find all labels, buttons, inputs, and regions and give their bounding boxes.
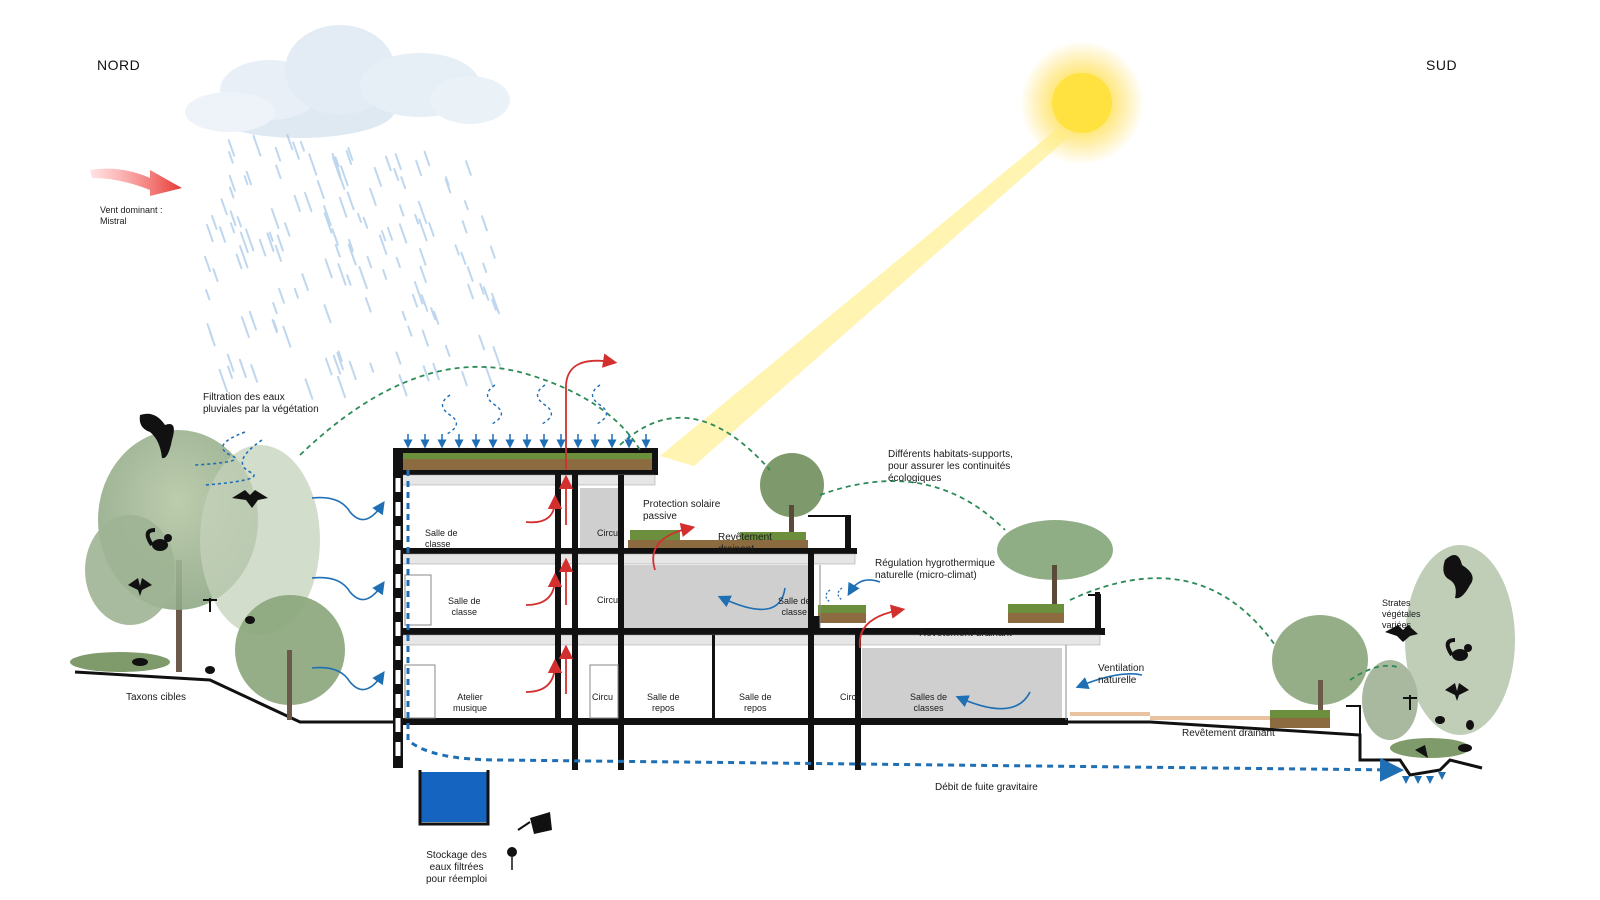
rain-icon <box>204 134 501 400</box>
watering-can-icon <box>517 812 552 834</box>
strates-label: Strates végétales variées <box>1382 598 1421 630</box>
filtration-wiggles <box>194 431 263 486</box>
south-label: SUD <box>1426 57 1458 73</box>
north-label: NORD <box>97 57 141 73</box>
room-music-workshop: Atelier musique <box>453 692 488 713</box>
filtration-label: Filtration des eaux pluviales par la vég… <box>203 392 319 415</box>
room-classroom-top: Salle de classe <box>425 528 458 549</box>
sun-beam <box>660 128 1070 466</box>
butterfly-icon <box>1445 683 1469 701</box>
tree-icon <box>1272 545 1515 758</box>
room-classroom-stepped: Salle de classe <box>778 596 811 617</box>
wind-label: Vent dominant : Mistral <box>100 205 163 226</box>
squirrel-icon <box>1445 638 1472 661</box>
wind-arrow-icon <box>90 168 182 196</box>
ground-fauna-icons <box>132 658 1472 758</box>
drainage-outlet-arrows <box>1402 772 1446 784</box>
bat-icon <box>1385 625 1418 642</box>
room-circu-low: Circu <box>592 692 614 702</box>
drainant-roof-2-label: Revêtement drainant <box>919 628 1012 639</box>
cloud-icon <box>185 25 510 138</box>
tree-icon <box>760 453 1113 605</box>
room-classrooms-east: Salles de classes <box>910 692 948 713</box>
room-classroom-mid: Salle de classe <box>448 596 481 617</box>
room-circu-east: Circu <box>840 692 862 702</box>
tree-icon <box>70 430 345 720</box>
butterfly-icon <box>128 578 152 596</box>
bee-icon <box>245 616 1474 730</box>
room-rest-2: Salle de repos <box>739 692 772 713</box>
bird-icon <box>139 413 174 459</box>
storage-label: Stockage des eaux filtrées pour réemploi <box>426 850 488 885</box>
room-rest-1: Salle de repos <box>647 692 680 713</box>
room-circu-mid: Circu <box>597 595 619 605</box>
ecology-continuity-arcs <box>299 365 1401 681</box>
outside-air-flow <box>311 496 1143 710</box>
drainant-ground-label: Revêtement drainant <box>1182 728 1275 739</box>
building-section <box>393 448 1361 770</box>
bat-icon <box>232 490 268 508</box>
evaporation-wiggles <box>441 384 608 436</box>
ventilation-label: Ventilation naturelle <box>1098 663 1145 686</box>
microclimate-wiggles <box>825 587 843 603</box>
dragonfly-icon <box>203 598 217 612</box>
bird-icon <box>1443 555 1473 599</box>
roof-rain-arrows <box>403 434 651 449</box>
drainant-roof-1-label: Revêtement drainant <box>718 532 772 555</box>
hygrothermal-label: Régulation hygrothermique naturelle (mic… <box>875 558 996 581</box>
habitats-label: Différents habitats-supports, pour assur… <box>888 449 1013 484</box>
solar-protection-label: Protection solaire passive <box>643 499 721 522</box>
dragonfly-icon <box>1403 695 1417 710</box>
room-circu-top: Circu <box>597 528 619 538</box>
taxons-label: Taxons cibles <box>126 692 187 703</box>
interior-air-flow <box>525 353 906 694</box>
water-tank-icon <box>418 770 490 826</box>
gravity-flow-label: Débit de fuite gravitaire <box>935 782 1038 793</box>
squirrel-icon <box>145 528 172 551</box>
flower-icon <box>507 847 517 870</box>
